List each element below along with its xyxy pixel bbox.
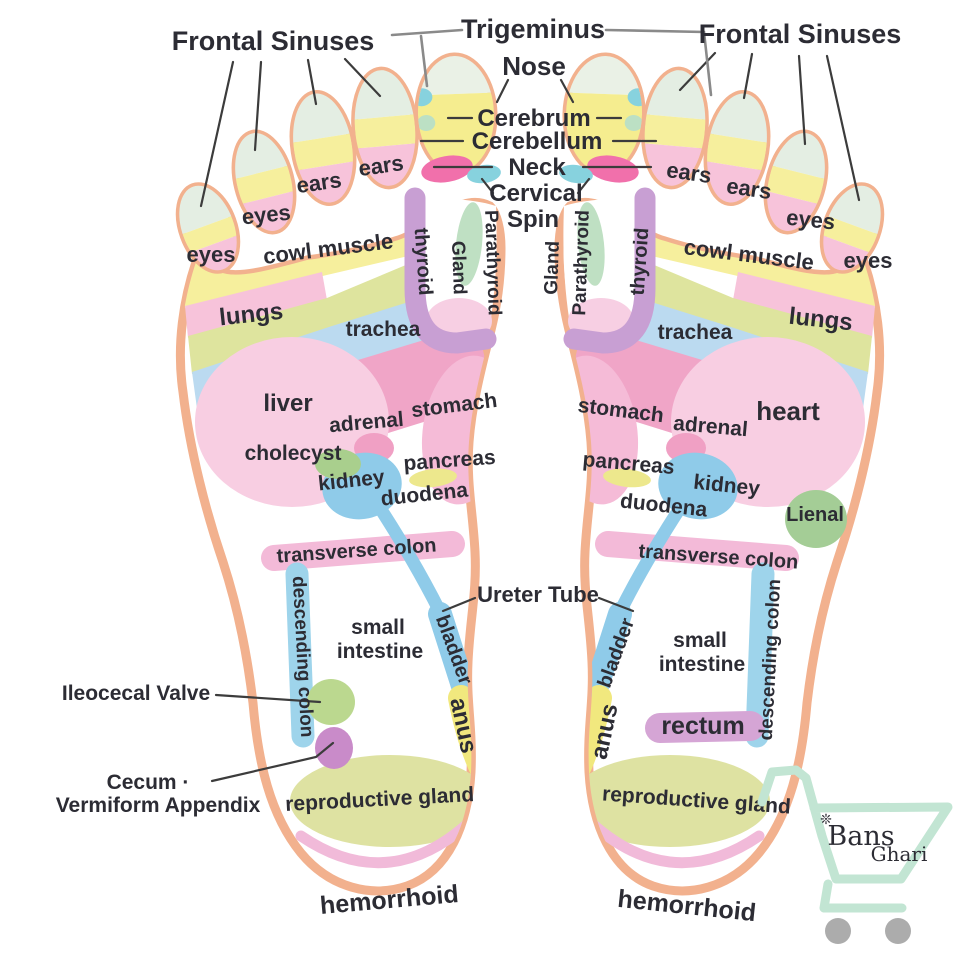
label-frontal-sinuses-right: Frontal Sinuses [699, 19, 902, 49]
leader-ureter [441, 596, 635, 613]
zone-cholecyst [315, 449, 361, 479]
label-thyroid-left: thyroid [410, 227, 437, 296]
cart-wheel-left-icon [825, 918, 851, 944]
label-trachea-left: trachea [346, 318, 421, 341]
label-ileocecal-valve: Ileocecal Valve [62, 682, 210, 705]
leader-ileocecal [214, 693, 322, 704]
label-parathyroid-right: Parathyroid [569, 210, 594, 316]
label-frontal-sinuses-left: Frontal Sinuses [172, 26, 375, 56]
label-cerebellum: Cerebellum [472, 128, 603, 155]
label-small-right: small [673, 629, 727, 652]
label-ureter-tube: Ureter Tube [477, 582, 599, 607]
label-cecum: Cecum · [107, 771, 190, 794]
label-trachea-right: trachea [658, 321, 733, 344]
label-ears-left-1: ears [295, 167, 343, 198]
cart-icon [757, 765, 953, 913]
label-gland-left: Gland [447, 241, 470, 296]
label-cervical: Cervical [489, 180, 582, 207]
label-cerebrum: Cerebrum [477, 105, 590, 132]
label-ears-right-1: ears [665, 157, 713, 188]
label-liver: liver [263, 390, 312, 417]
label-intestine-left: intestine [337, 640, 423, 663]
label-lungs-left: lungs [218, 298, 284, 332]
label-nose: Nose [502, 51, 566, 81]
leader-frontal-right [678, 51, 861, 202]
cart-wheel-right-icon [885, 918, 911, 944]
label-eyes-left-2: eyes [187, 242, 236, 267]
label-spin: Spin [507, 206, 559, 233]
watermark-logo: ❊ Bans Ghari [757, 765, 953, 944]
leader-trigeminus [390, 28, 713, 97]
label-parathyroid-left: Parathyroid [480, 210, 505, 316]
leader-cecum [210, 741, 335, 783]
label-ears-right-2: ears [725, 173, 773, 204]
watermark-text-line1: Bans [827, 821, 894, 852]
label-thyroid-right: thyroid [627, 227, 654, 296]
label-gland-right: Gland [541, 241, 564, 296]
leader-nose [495, 78, 575, 104]
label-lungs-right: lungs [788, 303, 854, 337]
label-trigeminus: Trigeminus [461, 14, 605, 44]
label-vermiform-appendix: Vermiform Appendix [56, 794, 261, 817]
leader-cervical [480, 177, 591, 195]
watermark-sprig-icon: ❊ [820, 812, 832, 828]
label-intestine-right: intestine [659, 653, 745, 676]
label-rectum: rectum [661, 712, 744, 740]
label-cholecyst: cholecyst [245, 442, 342, 465]
zone-ileocecal-valve [307, 679, 355, 725]
leader-lines [199, 28, 861, 783]
label-neck: Neck [508, 154, 566, 181]
label-eyes-left-1: eyes [241, 200, 292, 230]
label-hemorrhoid-right: hemorrhoid [616, 885, 757, 927]
zone-lienal [785, 490, 847, 548]
watermark-text-line2: Ghari [871, 842, 928, 866]
zone-cecum [315, 727, 353, 769]
label-lienal: Lienal [786, 504, 844, 526]
label-eyes-right-2: eyes [844, 248, 893, 273]
label-heart: heart [756, 396, 820, 426]
label-small-left: small [351, 616, 405, 639]
label-ears-left-2: ears [357, 150, 405, 181]
leader-frontal-left [199, 57, 382, 208]
label-eyes-right-1: eyes [785, 205, 836, 235]
zone-rectum [645, 711, 765, 743]
